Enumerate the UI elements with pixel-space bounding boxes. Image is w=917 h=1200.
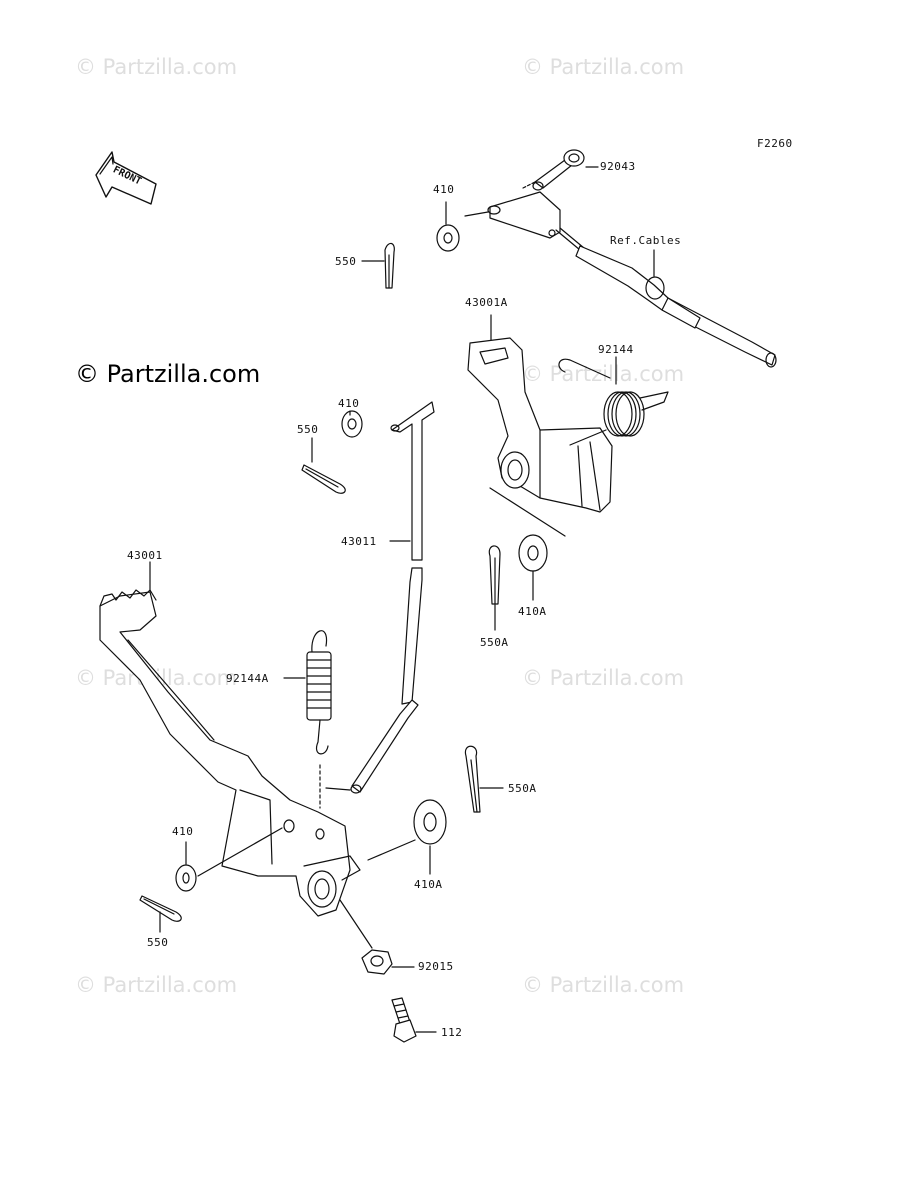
part-label-92144A: 92144A [226,672,269,685]
diagram-id-label: F2260 [757,137,793,150]
cotter-pin-550A-mid [488,545,501,631]
part-label-550: 550 [147,936,169,949]
watermark-logo: © Partzilla.com [75,360,261,388]
washer-410A-low [367,799,447,875]
part-label-550A: 550A [480,636,509,649]
part-label-550A: 550A [508,782,537,795]
part-label-ref-cables: Ref.Cables [610,234,682,247]
part-label-410: 410 [338,397,360,410]
part-label-92144: 92144 [598,343,634,356]
washer-410A-mid [518,534,548,601]
part-label-410: 410 [172,825,194,838]
watermark: © Partzilla.com [75,55,238,79]
washer-410-top [436,201,460,252]
bolt-112 [391,997,437,1043]
clevis-yoke [464,191,585,251]
watermark: © Partzilla.com [522,666,685,690]
torsion-spring-92144 [558,356,669,446]
brake-rod-43011 [325,401,435,794]
brake-pedal-43001 [99,561,361,917]
part-label-410A: 410A [414,878,443,891]
part-label-43001: 43001 [127,549,163,562]
cotter-pin-550-top [361,242,395,289]
pin-92043 [522,149,599,191]
watermark: © Partzilla.com [522,362,685,386]
part-label-92043: 92043 [600,160,636,173]
part-label-92015: 92015 [418,960,454,973]
washer-410-low [175,827,283,892]
cotter-pin-550-mid [301,437,346,494]
part-label-410A: 410A [518,605,547,618]
watermark: © Partzilla.com [522,55,685,79]
front-arrow-icon: FRONT [95,151,157,205]
part-label-550: 550 [297,423,319,436]
lever-arm-43001A [467,314,613,537]
watermark: © Partzilla.com [522,973,685,997]
watermark: © Partzilla.com [75,973,238,997]
part-label-43001A: 43001A [465,296,508,309]
nut-92015 [339,899,415,975]
washer-410-mid [341,410,363,438]
cotter-pin-550-low [139,895,182,933]
part-label-410: 410 [433,183,455,196]
tension-spring-92144A [283,630,332,755]
cotter-pin-550A-low [464,745,504,813]
part-label-550: 550 [335,255,357,268]
part-label-43011: 43011 [341,535,377,548]
brake-cable [575,245,777,368]
part-label-112: 112 [441,1026,463,1039]
